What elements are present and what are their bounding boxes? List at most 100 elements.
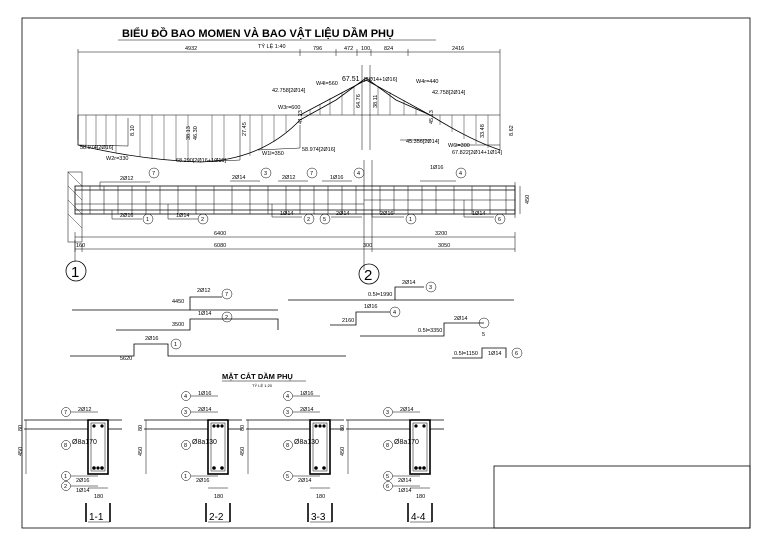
rebar-below-4-count: 2Ø14 (336, 211, 349, 217)
section-2-stirrup-mark: 8 (184, 443, 187, 449)
section-3-bot-label: 2Ø14 (298, 478, 311, 484)
top-dim-1: 4932 (185, 46, 197, 52)
rebar-below-5-count: 2Ø16 (380, 211, 393, 217)
m58-label: 58.974[2Ø16] (80, 145, 114, 151)
section-2-slab-label: 80 (138, 425, 144, 431)
section-1-slab-label: 80 (18, 425, 24, 431)
bs-left-3-mark: 1 (174, 342, 177, 348)
m68-label: 68.290[2Ø16+1Ø16] (176, 158, 226, 164)
section-4-bot-mark-bubble (383, 471, 393, 481)
span-2-length: 3200 (435, 231, 447, 237)
section-4-stirrup-bubble (383, 440, 393, 450)
bs-left-1-len: 4450 (172, 299, 184, 305)
section-1-top-mark-bubble (61, 407, 71, 417)
vval-3: 46.30 (193, 126, 199, 140)
section-1-bot2-label: 1Ø14 (76, 488, 89, 494)
w1l-label: W1l=350 (262, 151, 284, 157)
bs-left-1-label: 2Ø12 (197, 288, 210, 294)
vval-2: 38.13 (186, 126, 192, 140)
support-bars: [2Ø14+1Ø16] (364, 77, 398, 83)
w6-label: W6l=300 (448, 143, 470, 149)
moment-labels: W4l=560 W4r=440 67.51 [2Ø14+1Ø16] 42.758… (80, 76, 502, 164)
rebar-below-group: 2Ø16 1 1Ø14 2 1Ø14 2 5 2Ø14 2Ø16 1 1Ø14 … (111, 200, 506, 225)
bs-right-2-mark: 4 (393, 310, 396, 316)
rebar-below-6-count: 1Ø14 (472, 211, 485, 217)
section-2-h-label: 450 (138, 447, 144, 456)
bs-right-3-mark: 5 (482, 332, 485, 338)
bs-right-1-len: 0.5l=1990 (368, 292, 392, 298)
bs-left-3-len: 5620 (120, 356, 132, 362)
vval-7: 38.11 (373, 95, 379, 108)
m58b-label: 58.974[2Ø16] (302, 147, 336, 153)
section-4-top-label: 2Ø14 (400, 407, 413, 413)
bs-left-2-label: 1Ø14 (198, 311, 211, 317)
section-4-top-mark: 3 (386, 410, 389, 416)
section-3-bot-mark-bubble (283, 471, 293, 481)
section-1-b-label: 180 (94, 494, 103, 500)
bs-left-3-label: 2Ø16 (145, 336, 158, 342)
section-4-top-bar-l (414, 424, 418, 428)
bs-right-3-label: 2Ø14 (454, 316, 467, 322)
section-scale: TỶ LỆ 1:20 (252, 383, 273, 388)
rebar-above-4-count: 1Ø16 (330, 175, 343, 181)
section-3-slab-label: 80 (240, 425, 246, 431)
section-4-bot2-mark: 6 (386, 484, 389, 490)
section-2-top-bar-l (212, 424, 216, 428)
section-3-top2-mark-bubble (283, 391, 293, 401)
span-1-clear: 6080 (214, 243, 226, 249)
section-4-beam (409, 419, 431, 475)
rebar-above-2-mark: 3 (264, 171, 267, 177)
section-1-top-label: 2Ø12 (78, 407, 91, 413)
grid-axes: 1 2 (65, 260, 380, 285)
section-3-bot-bar-l (314, 466, 318, 470)
section-3-h-label: 450 (240, 447, 246, 456)
section-1-bot-bar-mid (96, 466, 100, 470)
section-4-h-label: 450 (340, 447, 346, 456)
section-1-beam (87, 419, 109, 475)
section-4-bot-bar-l (414, 466, 418, 470)
section-3-bot-bar-r (322, 466, 326, 470)
rebar-above-2-count: 2Ø14 (232, 175, 245, 181)
vval-6: 64.76 (356, 94, 362, 108)
section-1-name: 1-1 (89, 512, 104, 523)
axis-2-bubble (358, 263, 380, 285)
support-moment-curve (299, 79, 431, 116)
section-2-top-bar-r (220, 424, 224, 428)
section-2-top2-label: 1Ø16 (198, 391, 211, 397)
m42-right-label: 42.758[2Ø14] (432, 90, 466, 96)
section-4-bot-bar-mid (418, 466, 422, 470)
section-1-bot2-mark-bubble (61, 481, 71, 491)
section-3-b-label: 180 (316, 494, 325, 500)
section-3-stirrup-bubble (283, 440, 293, 450)
section-1-top-bar-l (92, 424, 96, 428)
bs-right-3-len: 0.5l=3350 (418, 328, 442, 334)
support-1-width: 160 (76, 243, 85, 249)
stirrups (89, 186, 507, 214)
rebar-below-3-mark: 2 (307, 217, 310, 223)
span-dimensions: 6400 3200 6080 3050 160 300 (74, 160, 516, 270)
rebar-above-1-mark: 7 (152, 171, 155, 177)
bs-right-4-mark: 6 (515, 351, 518, 357)
bs-right-1-label: 2Ø14 (402, 280, 415, 286)
section-1-bot-mark: 1 (64, 474, 67, 480)
section-4-b-label: 180 (416, 494, 425, 500)
section-3-top2-label: 1Ø16 (300, 391, 313, 397)
w4l-label: W4l=560 (316, 81, 338, 87)
vval-1: 8.10 (130, 125, 136, 136)
section-1-stirrup-mark: 8 (64, 443, 67, 449)
m42-left-label: 42.758[2Ø14] (272, 88, 306, 94)
section-4-bot-label: 2Ø14 (398, 478, 411, 484)
top-dim-3: 472 (344, 46, 353, 52)
vertical-values: 8.10 38.13 46.30 27.45 41.23 64.76 38.11… (130, 94, 515, 140)
section-1-bot-mark-bubble (61, 471, 71, 481)
section-2-bot-label: 2Ø16 (196, 478, 209, 484)
bar-schedule-left: 2Ø12 7 4450 1Ø14 2 3500 2Ø16 1 5620 (70, 288, 346, 362)
section-3-name: 3-3 (311, 512, 326, 523)
sheet-scale: TỶ LỆ 1:40 (258, 42, 286, 50)
beam-elevation: 450 (67, 171, 531, 243)
bs-right-4-len: 0.5l=1150 (454, 351, 478, 357)
section-2-stirrup-bubble (181, 440, 191, 450)
vval-5: 41.23 (298, 110, 304, 124)
rebar-below-2-mark: 2 (201, 217, 204, 223)
